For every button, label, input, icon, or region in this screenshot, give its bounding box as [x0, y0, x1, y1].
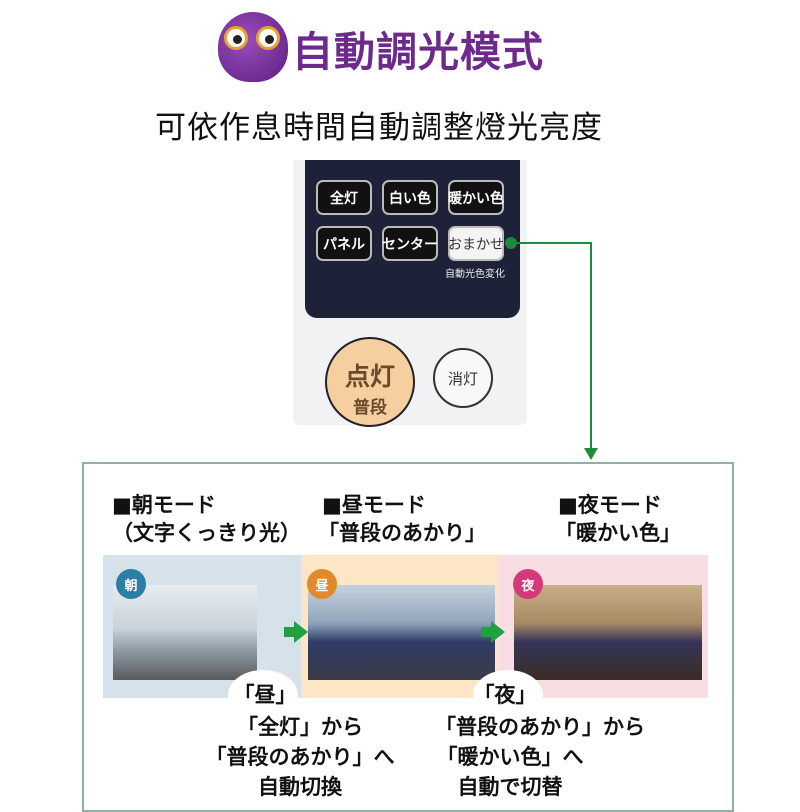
morning-badge: 朝: [116, 569, 146, 599]
page-subtitle: 可依作息時間自動調整燈光亮度: [155, 110, 603, 146]
power-off-button[interactable]: 消灯: [433, 348, 493, 408]
arrow-right-icon: [481, 627, 491, 637]
night-room-photo: [514, 585, 702, 680]
warm-color-button[interactable]: 暖かい色: [448, 180, 504, 215]
night-badge: 夜: [513, 569, 543, 599]
caption-bubble: [228, 670, 298, 720]
day-transition-line: 「普段のあかり」へ: [205, 745, 395, 769]
arrow-right-icon: [491, 621, 505, 643]
night-mode-heading: ■夜モード: [558, 493, 662, 517]
morning-room-photo: [113, 585, 257, 680]
night-transition-line: 「普段のあかり」から: [435, 715, 645, 739]
caption-bubble: [473, 670, 543, 720]
night-mode-subheading: 「暖かい色」: [555, 521, 681, 545]
page-title: 自動調光模式: [292, 28, 544, 76]
owl-mascot-icon: [218, 12, 288, 82]
day-mode-subheading: 「普段のあかり」: [318, 521, 486, 545]
omakase-button[interactable]: おまかせ: [448, 226, 504, 261]
day-mode-heading: ■昼モード: [322, 493, 426, 517]
panel-button[interactable]: パネル: [316, 226, 372, 261]
day-transition-label: 「昼」: [233, 683, 297, 707]
arrow-right-icon: [284, 627, 294, 637]
full-light-button[interactable]: 全灯: [316, 180, 372, 215]
power-on-label: 点灯: [344, 362, 395, 391]
day-room-photo: [308, 585, 495, 680]
omakase-sublabel: 自動光色変化: [445, 269, 505, 280]
arrow-right-icon: [294, 621, 308, 643]
night-transition-label: 「夜」: [473, 683, 537, 707]
power-on-sublabel: 普段: [353, 398, 387, 418]
power-on-button[interactable]: 点灯 普段: [325, 337, 415, 427]
day-transition-line: 自動切換: [258, 775, 342, 799]
day-transition-line: 「全灯」から: [237, 715, 363, 739]
night-transition-line: 自動で切替: [457, 775, 563, 799]
day-badge: 昼: [307, 569, 337, 599]
morning-mode-subheading: （文字くっきり光）: [112, 521, 301, 545]
morning-mode-heading: ■朝モード: [112, 493, 216, 517]
arrow-down-icon: [584, 448, 598, 460]
connector-line: [505, 237, 598, 460]
white-color-button[interactable]: 白い色: [382, 180, 438, 215]
center-button[interactable]: センター: [382, 226, 438, 261]
night-transition-line: 「暖かい色」へ: [436, 745, 584, 769]
